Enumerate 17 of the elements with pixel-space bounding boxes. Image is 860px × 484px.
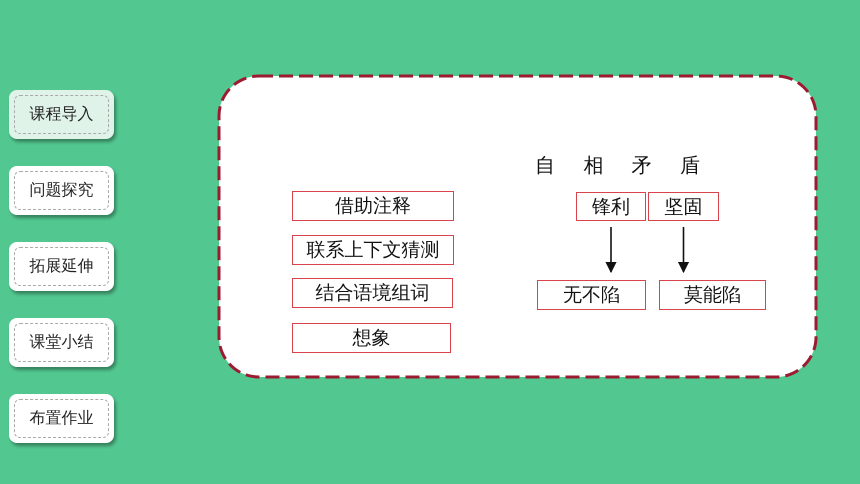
text-box: 想象 [292,323,451,353]
menu-button: 课程导入 [9,90,114,139]
menu-button: 拓展延伸 [9,242,114,291]
text-box: 结合语境组词 [292,278,453,308]
text-box: 坚固 [648,192,719,221]
menu-button: 问题探究 [9,166,114,215]
menu-button: 课堂小结 [9,318,114,367]
heading: 自 相 矛 盾 [535,152,700,179]
card-panel [217,74,818,379]
arrow [678,227,690,274]
arrow [605,227,617,274]
text-box: 无不陷 [537,280,646,310]
text-box: 联系上下文猜测 [292,235,454,265]
text-box: 锋利 [576,192,646,221]
text-box: 莫能陷 [659,280,766,310]
text-box: 借助注释 [292,191,454,221]
menu-button: 布置作业 [9,394,114,443]
